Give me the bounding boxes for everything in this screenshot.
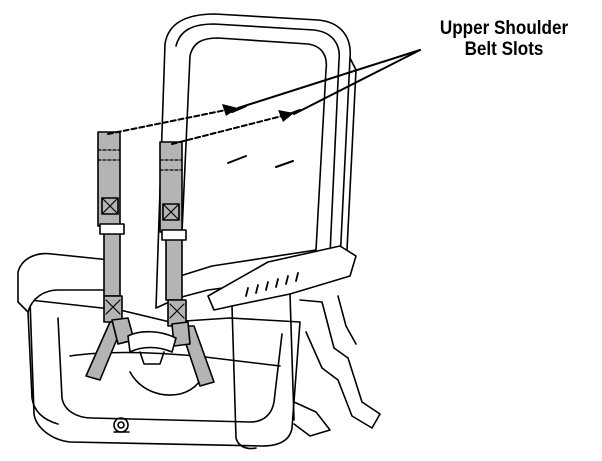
rear-support-inner [337, 295, 357, 345]
arrow-head-icon [278, 110, 294, 122]
callout-line-2: Belt Slots [464, 39, 544, 60]
right-armrest [207, 245, 357, 311]
lower-slot-right [275, 160, 294, 168]
seat-base-inner [57, 317, 283, 423]
buckle-icon [111, 317, 191, 365]
armrest-slots [245, 272, 299, 297]
seat-back-panel [179, 37, 328, 277]
right-armrest-rail-inner [289, 293, 295, 421]
guide-arrow-icons [222, 104, 294, 122]
left-armrest-edge [27, 311, 59, 425]
leader-line-right [293, 49, 421, 115]
front-lock-icon [113, 417, 130, 433]
guide-line-left [107, 109, 227, 135]
seat-back-inner-ridge [175, 23, 341, 255]
leader-line-left [237, 49, 421, 109]
callout-leaders [237, 49, 421, 115]
seat-base [29, 299, 301, 447]
callout-label: Upper Shoulder Belt Slots [421, 18, 587, 60]
rear-support [299, 299, 381, 429]
guide-lines [107, 109, 283, 145]
rear-foot [293, 401, 331, 437]
right-harness-strap [159, 141, 215, 387]
seat-pan-front [69, 351, 281, 367]
right-armrest-rail [231, 305, 257, 450]
left-harness-strap [85, 131, 125, 381]
callout-line-1: Upper Shoulder [439, 18, 569, 39]
left-armrest [17, 252, 115, 313]
lower-slot-left [227, 155, 247, 164]
arrow-head-icon [222, 104, 238, 116]
guide-line-right [171, 115, 283, 145]
